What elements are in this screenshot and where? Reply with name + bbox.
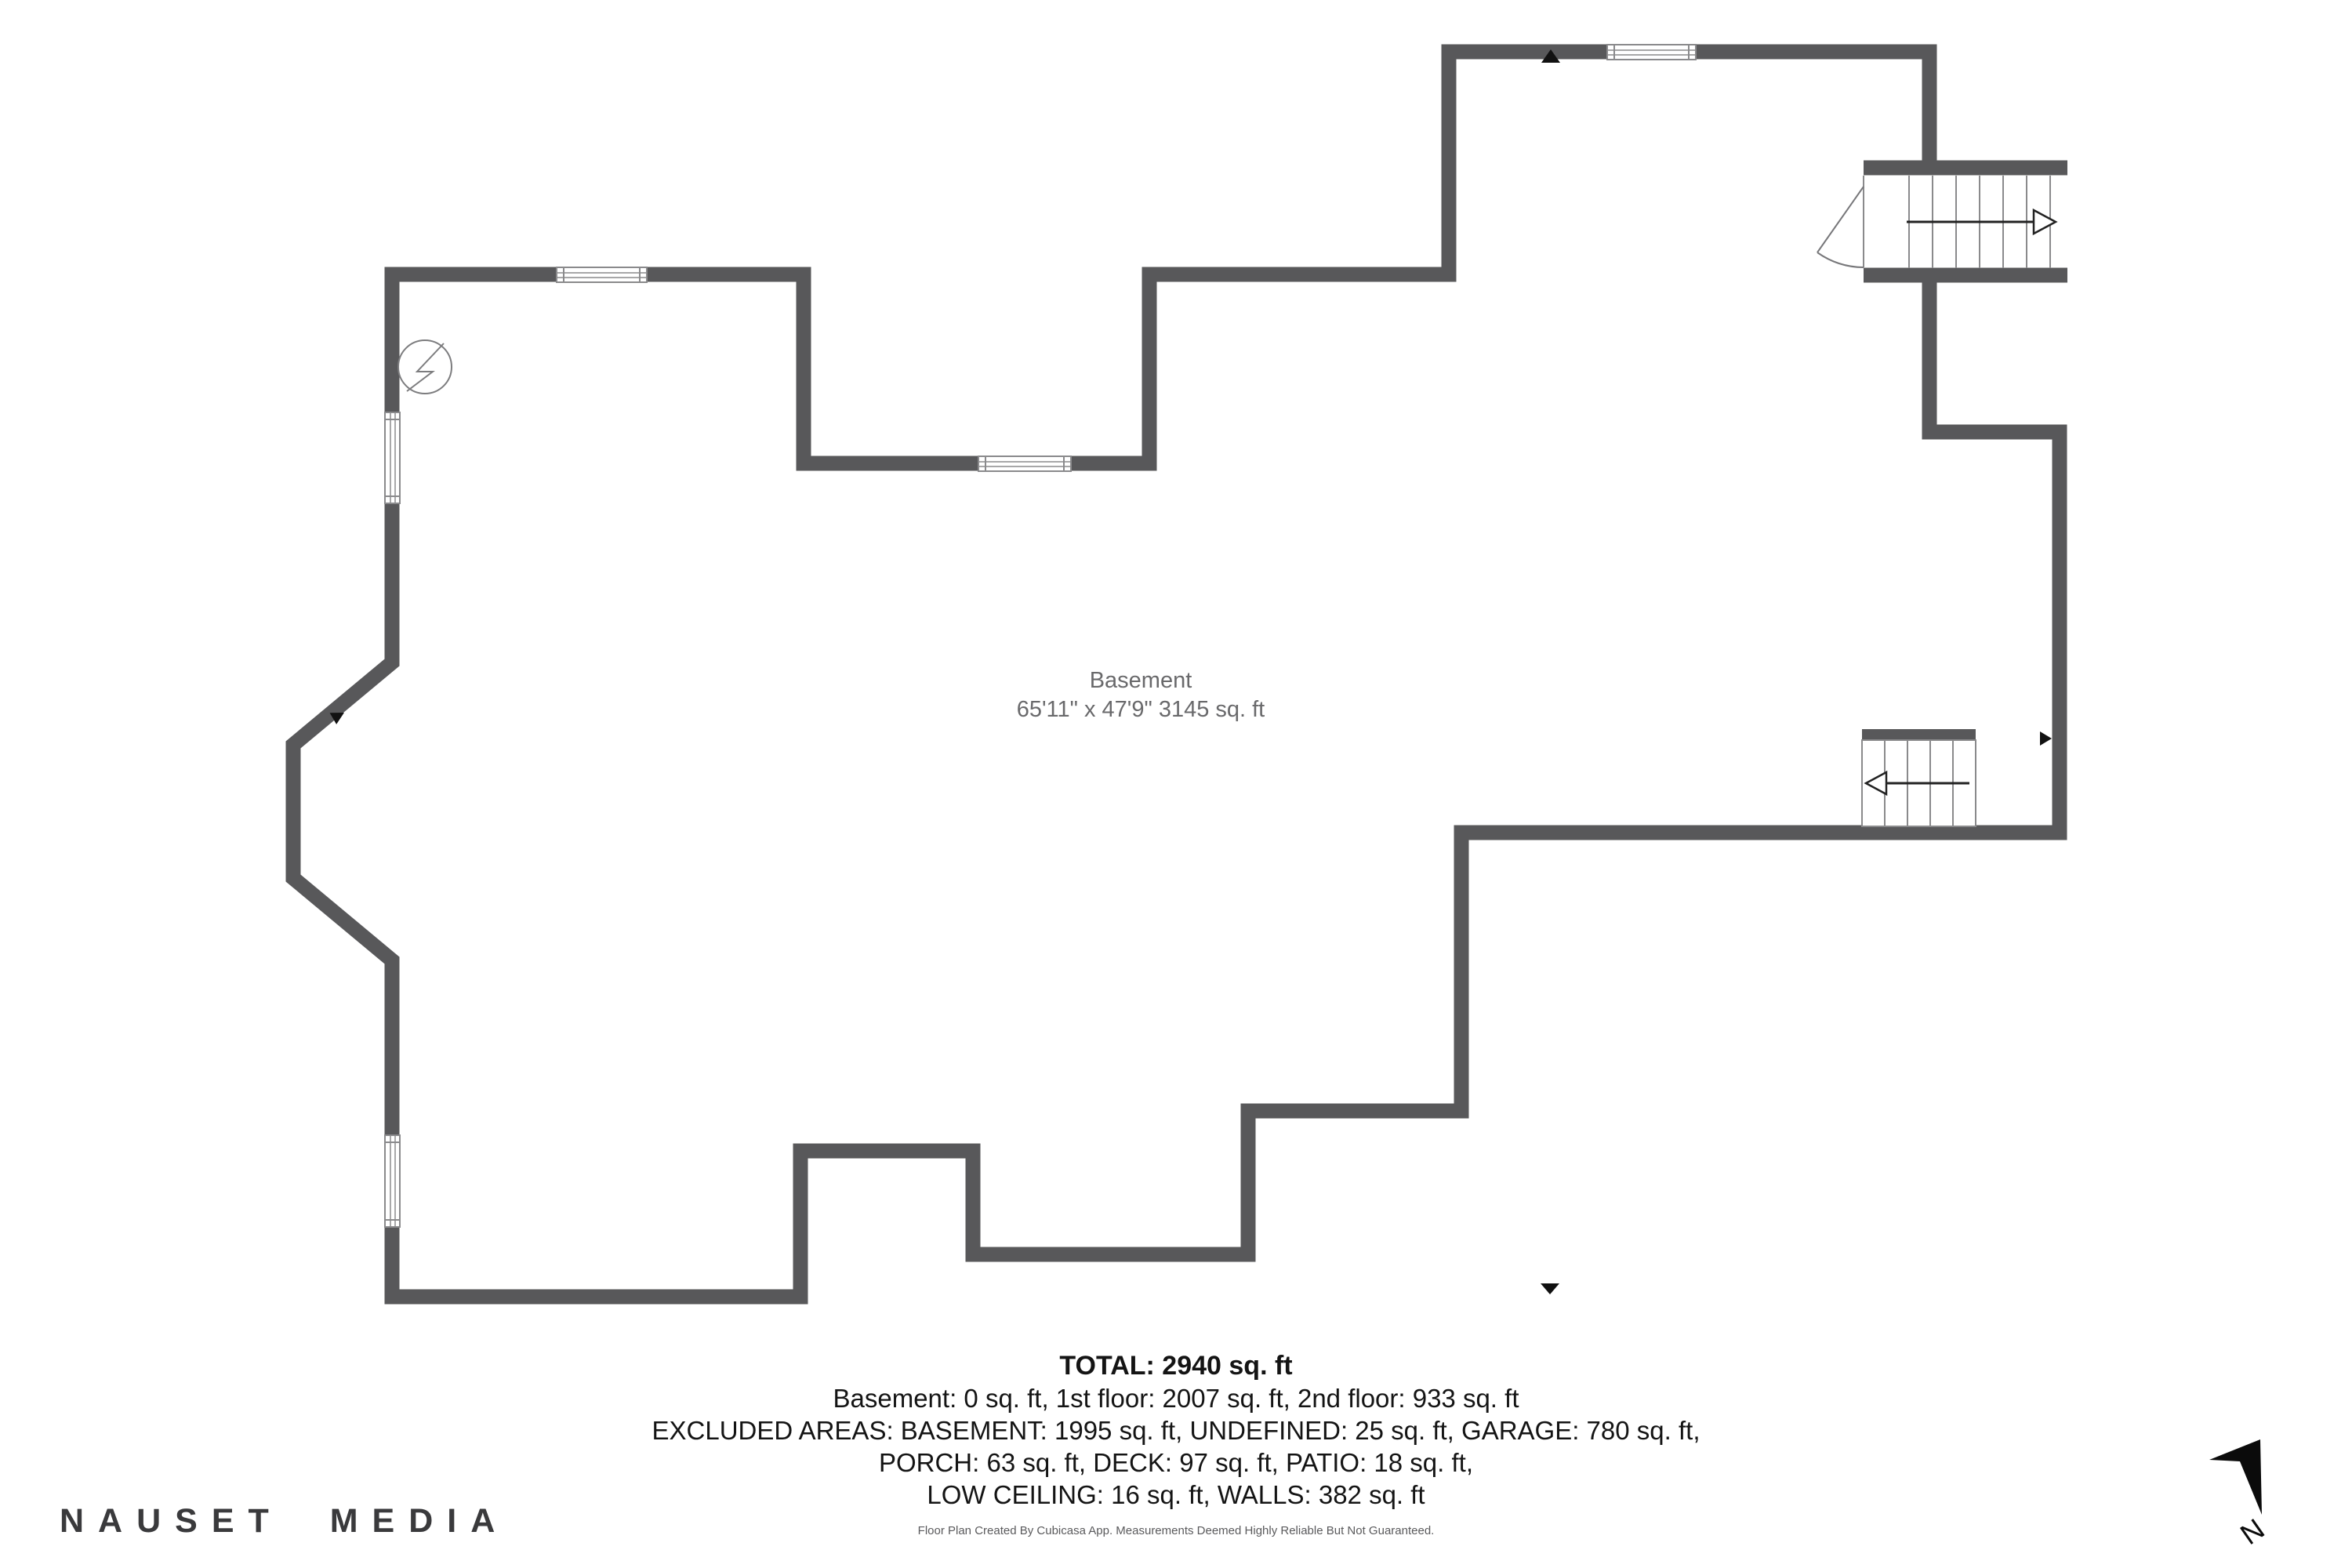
summary-excluded-2: PORCH: 63 sq. ft, DECK: 97 sq. ft, PATIO… [878,1448,1474,1477]
exterior-wall-outline [285,44,2067,1305]
electrical-panel-icon [397,339,452,394]
room-dimensions: 65'11" x 47'9" 3145 sq. ft [1016,697,1265,722]
entrance-marker-icon [329,713,344,724]
stair-arrowhead [2032,208,2058,236]
brand-wordmark: NAUSET MEDIA [60,1502,510,1540]
window-icon [978,456,1072,472]
north-arrow-icon [2209,1439,2262,1515]
staircase-down-icon [1861,729,1976,827]
room-name: Basement [1089,668,1192,693]
summary-excluded-1: EXCLUDED AREAS: BASEMENT: 1995 sq. ft, U… [652,1416,1700,1445]
door-swing-icon [1817,186,1864,268]
floor-plan-walls [285,44,2067,1305]
window-icon [384,412,401,504]
entrance-marker-icon [2040,731,2052,746]
summary-total: TOTAL: 2940 sq. ft [1059,1351,1293,1381]
summary-disclaimer: Floor Plan Created By Cubicasa App. Meas… [917,1524,1435,1537]
room-label: Basement 65'11" x 47'9" 3145 sq. ft [898,666,1384,724]
entrance-marker-icon [1541,49,1560,63]
entrance-marker-icon [1541,1283,1559,1294]
stair-arrowhead [1864,770,1888,797]
window-icon [1606,44,1697,60]
window-icon [384,1134,401,1228]
window-icon [556,267,648,283]
staircase-up-icon [1907,176,2058,268]
measurement-summary: TOTAL: 2940 sq. ft Basement: 0 sq. ft, 1… [0,1350,2352,1539]
summary-excluded-3: LOW CEILING: 16 sq. ft, WALLS: 382 sq. f… [927,1480,1425,1509]
summary-floors: Basement: 0 sq. ft, 1st floor: 2007 sq. … [833,1384,1519,1413]
